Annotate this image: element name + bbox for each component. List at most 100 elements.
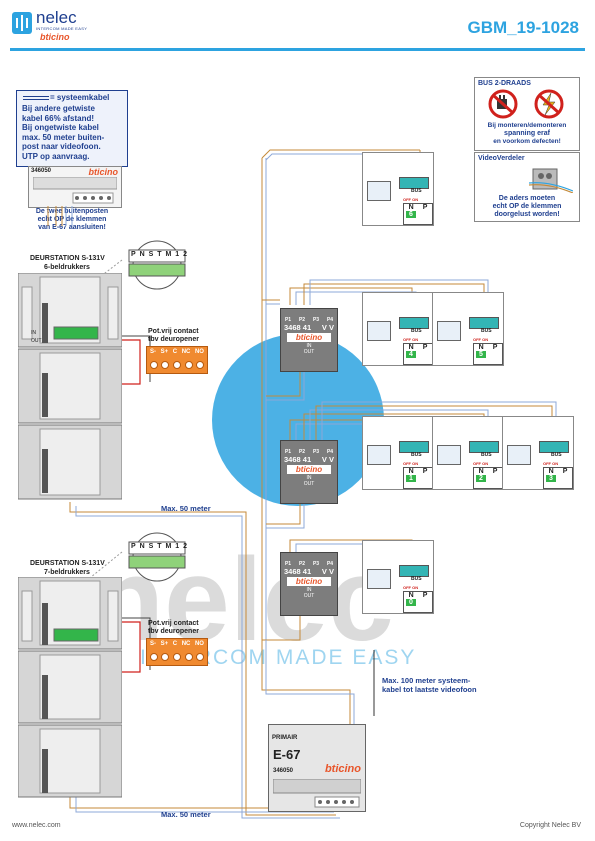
- terminal-label: 2: [183, 543, 187, 550]
- distributor-port: P3: [312, 317, 320, 323]
- videophone-terminal: [399, 441, 429, 453]
- videophone-bus-label: BUS: [411, 328, 422, 334]
- distributor-vv: V V: [321, 567, 334, 576]
- videophone-number: 4: [406, 351, 416, 358]
- terminal-label: S: [148, 251, 154, 258]
- videophone-switch-label: OFF ON: [403, 337, 419, 342]
- videophone-terminal: [469, 441, 499, 453]
- legend-title: = systeemkabel: [50, 93, 110, 102]
- station-1-out-label: OUT: [31, 338, 42, 344]
- np-n: N: [408, 204, 414, 211]
- videophone-bus-label: BUS: [551, 452, 562, 458]
- distributor-vv: V V: [321, 323, 334, 332]
- distributor-port: P2: [298, 561, 306, 567]
- terminal-label: P: [131, 543, 136, 550]
- module-brand: bticino: [88, 167, 119, 177]
- videoverdeler-box: VideoVerdeler De aders moeten echt OP de…: [474, 152, 580, 222]
- legend-line: Bij andere getwiste: [22, 104, 95, 113]
- terminal-zoom-2: [128, 532, 186, 582]
- logo-tagline: INTERCOM MADE EASY: [36, 26, 88, 31]
- videophone-switch-label: OFF ON: [403, 585, 419, 590]
- terminal-label: M: [165, 543, 172, 550]
- legend-line: kabel 66% afstand!: [22, 113, 95, 123]
- logo-brand: bticino: [40, 32, 70, 42]
- terminal-label: N: [139, 543, 145, 550]
- videophone-switch-label: OFF ON: [403, 197, 419, 202]
- distributor-port: P1: [284, 449, 292, 455]
- np-p: P: [492, 344, 498, 351]
- videoverdeler-terminal-icon: [529, 168, 573, 193]
- contact-terminal: NO: [194, 641, 204, 647]
- cable-note-max50-top: Max. 50 meter: [161, 504, 211, 513]
- videoverdeler-note: De aders moeten echt OP de klemmen doorg…: [477, 195, 577, 219]
- videophone-terminal: [399, 565, 429, 577]
- videophone-screen: [367, 569, 391, 589]
- np-n: N: [548, 468, 554, 475]
- videophone-np: N P 6: [403, 203, 433, 225]
- videophone-switch-label: OFF ON: [543, 461, 559, 466]
- contact-terminal: NC: [181, 641, 191, 647]
- cable-note-max100-line: Max. 100 meter systeem-: [382, 676, 471, 685]
- videophone-bus-label: BUS: [481, 452, 492, 458]
- cable-note-max100: Max. 100 meter systeem- kabel tot laatst…: [382, 676, 477, 694]
- power-supply-brand: bticino: [324, 763, 361, 775]
- videophone-switch-label: OFF ON: [403, 461, 419, 466]
- distributor-in: IN: [306, 475, 312, 481]
- contact-2-subtitle: tbv deuropener: [148, 628, 199, 635]
- module-model: 346050: [31, 168, 52, 174]
- videophone-number: 5: [476, 351, 486, 358]
- contact-terminal: S+: [160, 349, 169, 355]
- cable-note-max50-bottom: Max. 50 meter: [161, 810, 211, 819]
- cable-legend: = systeemkabel Bij andere getwiste kabel…: [16, 90, 128, 167]
- footer-website[interactable]: www.nelec.com: [12, 822, 61, 829]
- distributor-port: P2: [298, 449, 306, 455]
- distributor-model: 3468 41: [284, 455, 312, 464]
- distributor-out: OUT: [303, 349, 315, 355]
- np-n: N: [408, 592, 414, 599]
- distributor-in: IN: [306, 587, 312, 593]
- videophone-number: 6: [406, 211, 416, 218]
- np-p: P: [422, 204, 428, 211]
- np-p: P: [422, 344, 428, 351]
- distributor-port: P1: [284, 317, 292, 323]
- videoverdeler-note-line: doorgelust worden!: [494, 211, 560, 218]
- videophone-screen: [507, 445, 531, 465]
- module-terminals: [33, 177, 117, 204]
- videoverdeler-note-line: De aders moeten: [498, 195, 556, 202]
- distributor-port: P3: [312, 561, 320, 567]
- nelec-logo-icon: [12, 12, 32, 34]
- np-p: P: [422, 592, 428, 599]
- cable-legend-swatch: [23, 96, 49, 100]
- contact-1-title: Pot.vrij contact: [148, 328, 199, 335]
- no-plug-icon: [488, 89, 564, 119]
- videophone-bus-label: BUS: [481, 328, 492, 334]
- contact-1-subtitle: tbv deuropener: [148, 336, 199, 343]
- videophone-terminal: [539, 441, 569, 453]
- distributor-port: P4: [326, 449, 334, 455]
- distributor-model: 3468 41: [284, 323, 312, 332]
- distributor-port: P4: [326, 317, 334, 323]
- bus-box-title: BUS 2-DRAADS: [478, 80, 531, 87]
- contact-2-title: Pot.vrij contact: [148, 620, 199, 627]
- watermark-tagline: INTERCOM MADE EASY: [140, 646, 417, 669]
- station-2-subtitle: 7-beldrukkers: [44, 569, 90, 576]
- power-supply-code: 346050: [273, 768, 294, 774]
- distributor-port: P3: [312, 449, 320, 455]
- terminal-label: S: [148, 543, 154, 550]
- terminal-label: 1: [175, 251, 180, 258]
